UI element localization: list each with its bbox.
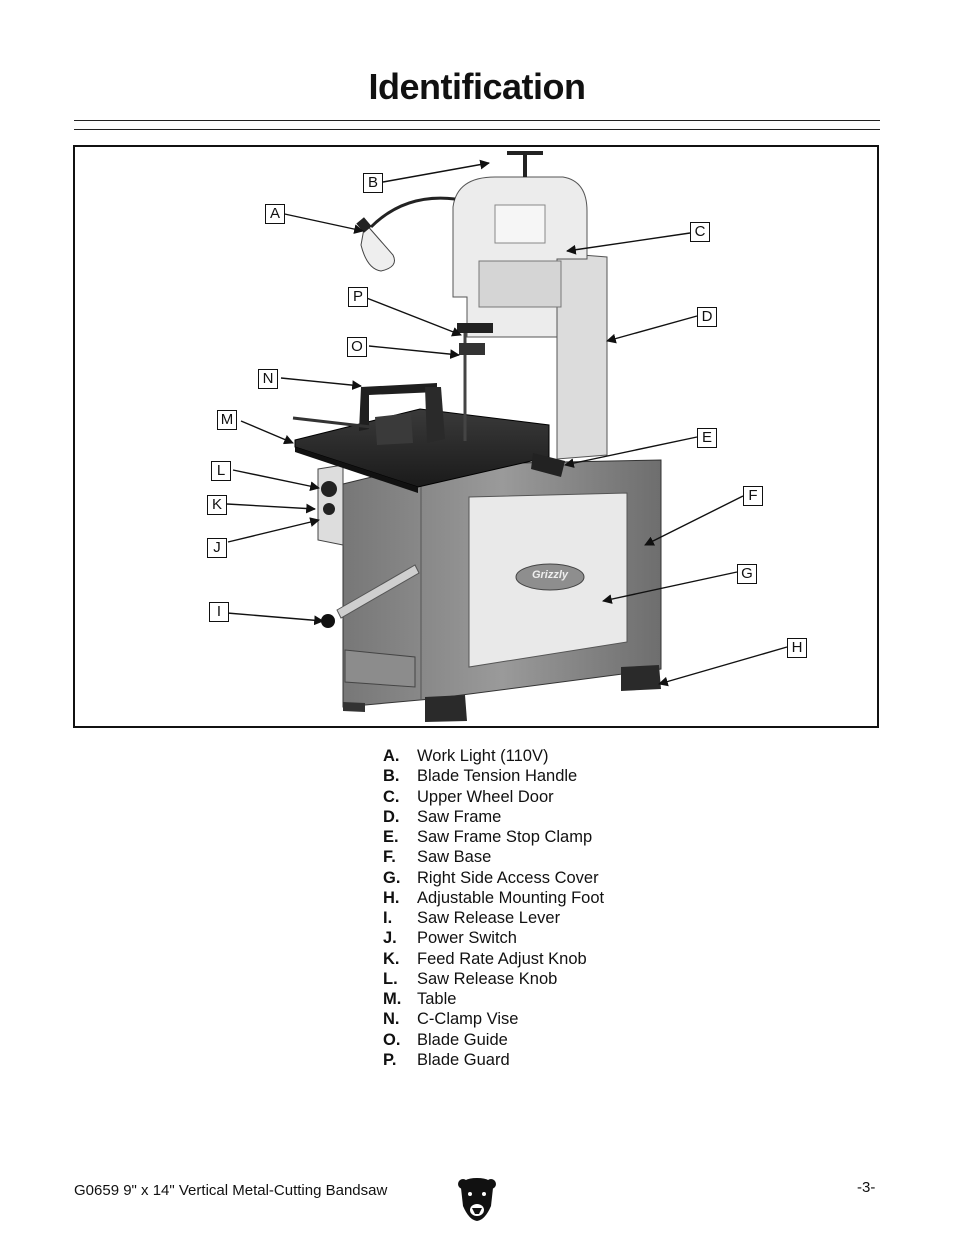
- legend-label: Blade Tension Handle: [417, 767, 578, 786]
- legend-label: Right Side Access Cover: [417, 868, 599, 887]
- legend-key: G.: [383, 868, 401, 887]
- legend-label: Blade Guard: [417, 1050, 510, 1069]
- page-number: -3-: [857, 1179, 876, 1196]
- legend-key: O.: [383, 1030, 401, 1049]
- legend-label: Blade Guide: [417, 1030, 508, 1049]
- legend-label: Work Light (110V): [417, 747, 549, 765]
- bear-logo-icon: [457, 1176, 497, 1227]
- legend-key: K.: [383, 949, 400, 968]
- callout-i: I: [209, 602, 229, 622]
- callout-n: N: [258, 369, 278, 389]
- legend-label: C-Clamp Vise: [417, 1010, 519, 1029]
- legend-key: P.: [383, 1050, 397, 1069]
- callout-b: B: [363, 173, 383, 193]
- legend-label: Upper Wheel Door: [417, 787, 554, 806]
- legend-label: Adjustable Mounting Foot: [417, 888, 605, 907]
- title-rule-top: [74, 120, 880, 121]
- callout-f: F: [743, 486, 763, 506]
- callout-h: H: [787, 638, 807, 658]
- legend-key: D.: [383, 807, 400, 826]
- legend-key: N.: [383, 1010, 400, 1029]
- legend-key: H.: [383, 888, 400, 907]
- callout-a: A: [265, 204, 285, 224]
- legend-key: E.: [383, 828, 399, 846]
- callout-o: O: [347, 337, 367, 357]
- legend-label: Saw Frame: [417, 807, 502, 826]
- legend-key: J.: [383, 929, 397, 948]
- legend-key: A.: [383, 747, 400, 765]
- footer-model: G0659 9" x 14" Vertical Metal-Cutting Ba…: [74, 1182, 388, 1199]
- legend-label: Saw Frame Stop Clamp: [417, 828, 593, 846]
- callout-c: C: [690, 222, 710, 242]
- callout-p: P: [348, 287, 368, 307]
- callout-j: J: [207, 538, 227, 558]
- legend-label: Saw Release Lever: [417, 909, 561, 927]
- callout-d: D: [697, 307, 717, 327]
- legend-label: Power Switch: [417, 929, 517, 948]
- title-rule-bottom: [74, 129, 880, 130]
- callout-g: G: [737, 564, 757, 584]
- bandsaw-illustration: [226, 151, 788, 722]
- callout-e: E: [697, 428, 717, 448]
- callout-k: K: [207, 495, 227, 515]
- identification-figure: A B C D E F G H I J K L M N O P Grizzly: [73, 145, 879, 728]
- door-badge-logo: Grizzly: [531, 569, 569, 581]
- legend-key: C.: [383, 787, 400, 806]
- legend-label: Saw Base: [417, 848, 492, 867]
- legend-label: Saw Release Knob: [417, 969, 558, 988]
- legend-label: Table: [417, 990, 457, 1008]
- legend-label: Feed Rate Adjust Knob: [417, 949, 587, 968]
- legend-key: M.: [383, 990, 402, 1008]
- callout-l: L: [211, 461, 231, 481]
- legend-key: B.: [383, 767, 400, 786]
- legend-key: I.: [383, 909, 393, 927]
- page-title: Identification: [368, 66, 587, 107]
- legend-key: L.: [383, 969, 398, 988]
- legend-key: F.: [383, 848, 396, 867]
- callout-m: M: [217, 410, 237, 430]
